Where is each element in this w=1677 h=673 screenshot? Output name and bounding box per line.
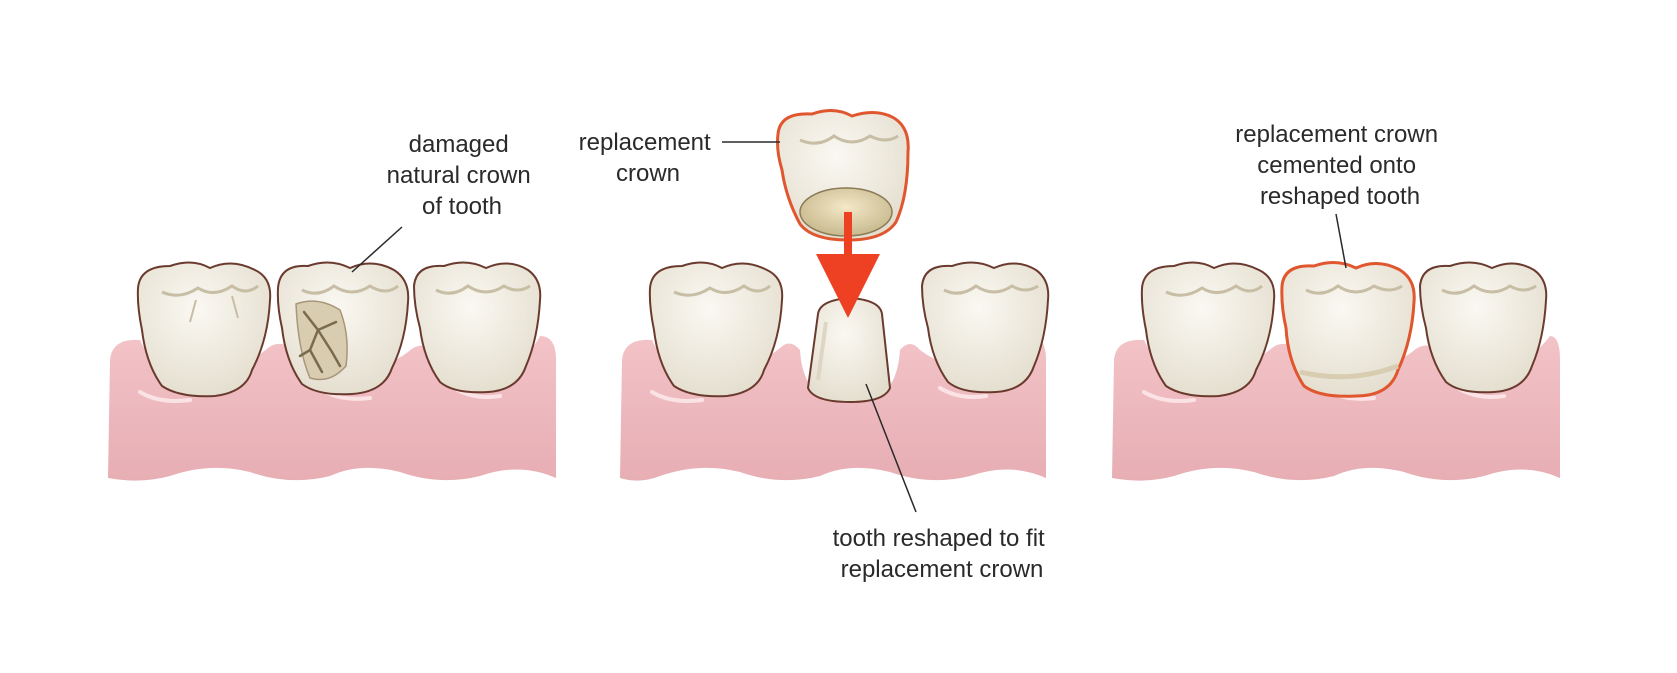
reshaped-tooth — [808, 298, 890, 402]
molar-right — [414, 262, 540, 392]
molar-left — [1142, 262, 1274, 396]
panel-crown-cemented: replacement crown cemented onto reshaped… — [1112, 121, 1560, 481]
panel-damaged-tooth: damaged natural crown of tooth — [108, 131, 556, 481]
crowned-tooth — [1282, 262, 1414, 396]
panel-crown-placement: replacement crown tooth reshaped to fit … — [579, 110, 1052, 583]
label-reshaped: tooth reshaped to fit replacement crown — [833, 525, 1052, 583]
replacement-crown — [778, 110, 909, 240]
label-damaged: damaged natural crown of tooth — [387, 131, 538, 220]
molar-left — [650, 262, 782, 396]
label-cemented: replacement crown cemented onto reshaped… — [1235, 121, 1444, 210]
leader-cemented — [1336, 214, 1346, 268]
label-replacement: replacement crown — [579, 129, 718, 187]
molar-left — [138, 262, 270, 396]
molar-right — [1420, 262, 1546, 392]
damaged-tooth — [278, 262, 408, 394]
molar-right — [922, 262, 1048, 392]
